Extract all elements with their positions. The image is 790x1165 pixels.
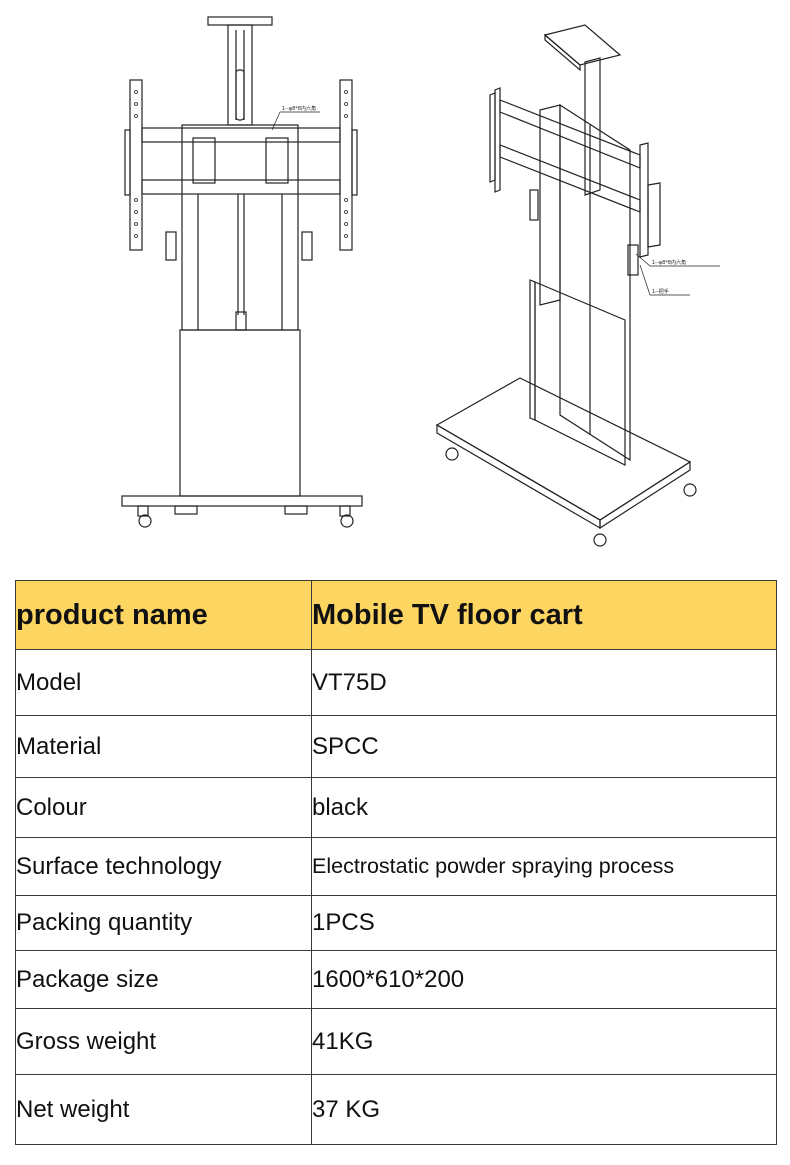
row-key: Material bbox=[15, 715, 312, 778]
front-leader-label: 1--φ8*8内六角 bbox=[282, 105, 316, 112]
table-row: Packing quantity 1PCS bbox=[15, 895, 777, 951]
table-row: Colour black bbox=[15, 777, 777, 838]
table-header-row: product name Mobile TV floor cart bbox=[15, 580, 777, 650]
table-row: Surface technology Electrostatic powder … bbox=[15, 837, 777, 896]
row-key: Surface technology bbox=[15, 837, 312, 896]
row-value: 1PCS bbox=[311, 895, 777, 951]
front-view-drawing bbox=[121, 16, 363, 528]
row-value: 1600*610*200 bbox=[311, 950, 777, 1009]
row-key: Model bbox=[15, 649, 312, 716]
row-key: Gross weight bbox=[15, 1008, 312, 1075]
row-key: Colour bbox=[15, 777, 312, 838]
row-value: VT75D bbox=[311, 649, 777, 716]
side-leader-label-1: 1--φ8*8内六角 bbox=[652, 259, 686, 266]
row-value: 41KG bbox=[311, 1008, 777, 1075]
table-row: Gross weight 41KG bbox=[15, 1008, 777, 1075]
table-row: Material SPCC bbox=[15, 715, 777, 778]
table-row: Net weight 37 KG bbox=[15, 1074, 777, 1145]
row-value: SPCC bbox=[311, 715, 777, 778]
side-leader-label-2: 1--把手 bbox=[652, 288, 669, 295]
row-key: Packing quantity bbox=[15, 895, 312, 951]
row-value: black bbox=[311, 777, 777, 838]
perspective-view-drawing bbox=[435, 24, 720, 547]
table-row: Package size 1600*610*200 bbox=[15, 950, 777, 1009]
row-value: Electrostatic powder spraying process bbox=[311, 837, 777, 896]
row-key: Package size bbox=[15, 950, 312, 1009]
row-key: Net weight bbox=[15, 1074, 312, 1145]
table-row: Model VT75D bbox=[15, 649, 777, 716]
spec-table: product name Mobile TV floor cart Model … bbox=[15, 580, 777, 1145]
header-value: Mobile TV floor cart bbox=[311, 580, 777, 650]
product-line-drawing: 1--φ8*8内六角 1--φ8*8内六角 1--把手 bbox=[121, 16, 720, 547]
row-value: 37 KG bbox=[311, 1074, 777, 1145]
header-key: product name bbox=[15, 580, 312, 650]
